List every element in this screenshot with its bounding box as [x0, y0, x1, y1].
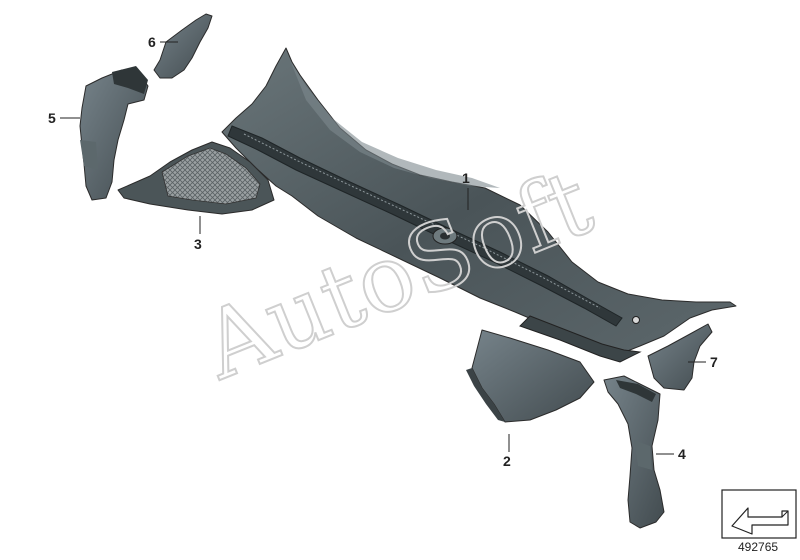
mesh-grille[interactable] [117, 141, 275, 215]
left-duct[interactable] [79, 66, 149, 201]
right-duct[interactable] [603, 375, 665, 529]
callout-2: 2 [503, 434, 511, 469]
arrow-icon[interactable] [721, 489, 797, 539]
callout-1: 1 [462, 170, 470, 210]
callout-6: 6 [148, 34, 178, 50]
cowl-panel[interactable] [221, 47, 737, 363]
callout-3: 3 [194, 216, 202, 252]
svg-text:3: 3 [194, 236, 202, 252]
svg-text:6: 6 [148, 34, 156, 50]
svg-text:2: 2 [503, 453, 511, 469]
callout-5: 5 [48, 110, 80, 126]
svg-text:5: 5 [48, 110, 56, 126]
upper-bracket[interactable] [153, 13, 213, 79]
svg-text:7: 7 [710, 354, 718, 370]
lower-cover[interactable] [466, 329, 595, 423]
svg-text:4: 4 [678, 446, 686, 462]
callout-4: 4 [656, 446, 686, 462]
right-small-bracket[interactable] [647, 323, 713, 391]
svg-text:1: 1 [462, 170, 470, 186]
diagram-id: 492765 [738, 540, 779, 554]
callout-7: 7 [688, 354, 718, 370]
